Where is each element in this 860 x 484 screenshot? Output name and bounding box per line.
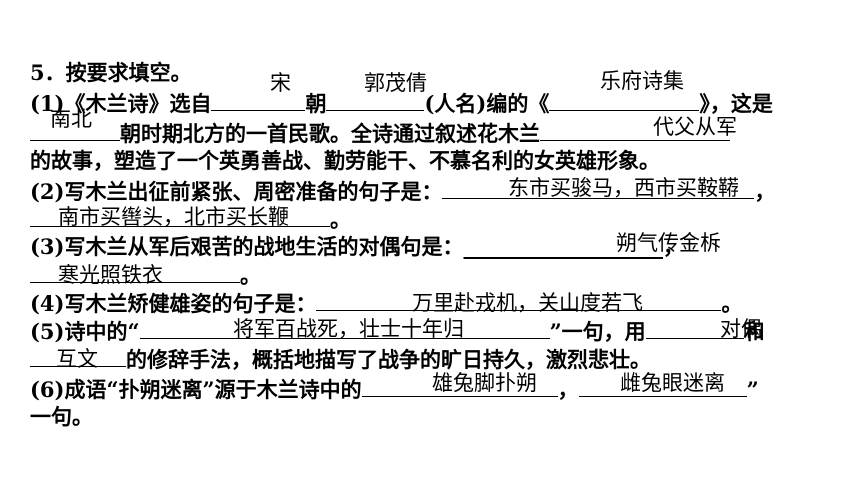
blank-era (30, 118, 120, 141)
question-title-text: 5．按要求填空。 (30, 60, 192, 85)
answer-duiou: 对偶 (720, 317, 762, 341)
p3-text-b: ， (662, 234, 684, 259)
p6-text-c: ” (746, 377, 759, 402)
line-5-1: (5)诗中的“ ”一句，用 和 (30, 316, 765, 346)
answer-yuefu: 乐府诗集 (600, 69, 684, 93)
answer-nanbei: 南北 (50, 107, 92, 131)
blank-collection (549, 88, 700, 111)
p1-text-b: 朝 (305, 91, 327, 116)
blank-story (540, 118, 730, 141)
question-title: 5．按要求填空。 (30, 58, 192, 88)
p2-text-a: (2)写木兰出征前紧张、周密准备的句子是： (30, 179, 443, 204)
p5-text-b: ”一句，用 (549, 319, 646, 344)
blank-rhetoric-1 (645, 316, 744, 339)
answer-daifu: 代父从军 (653, 115, 737, 139)
line-1-2: 朝时期北方的一首民歌。全诗通过叙述花木兰 (30, 118, 730, 148)
answer-xiongtu: 雄兔脚扑朔 (432, 371, 537, 395)
p2-text-c: 。 (330, 207, 351, 232)
line-3-2: 。 (30, 260, 261, 290)
line-4: (4)写木兰矫健雄姿的句子是： 。 (30, 288, 742, 318)
answer-jiangjun: 将军百战死，壮士十年归 (233, 317, 464, 341)
answer-hanguang: 寒光照铁衣 (58, 263, 163, 287)
answer-guo: 郭茂倩 (364, 71, 427, 95)
line-1-3: 的故事，塑造了一个英勇善战、勤劳能干、不慕名利的女英雄形象。 (30, 146, 660, 176)
line-2-2: 。 (30, 204, 351, 234)
p6-text-d: 一句。 (30, 404, 93, 429)
p3-underscores: ___________________ (463, 234, 663, 259)
answer-dongshi: 东市买骏马，西市买鞍鞯 (508, 176, 739, 200)
p4-text-a: (4)写木兰矫健雄姿的句子是： (30, 291, 317, 316)
answer-huwen: 互文 (56, 347, 98, 371)
line-6-1: (6)成语“扑朔迷离”源于木兰诗中的 ， ” (30, 374, 759, 404)
blank-market-1 (442, 176, 755, 199)
blank-market-2 (30, 204, 330, 227)
p1-text-f: 的故事，塑造了一个英勇善战、勤劳能干、不慕名利的女英雄形象。 (30, 148, 660, 173)
p3-text-c: 。 (240, 263, 261, 288)
blank-female-rabbit (578, 374, 747, 397)
p1-text-c: (人名)编的《 (424, 91, 550, 116)
p6-text-a: (6)成语“扑朔迷离”源于木兰诗中的 (30, 377, 362, 402)
p6-text-b: ， (557, 377, 579, 402)
line-5-2: 的修辞手法，概括地描写了战争的旷日持久，激烈悲壮。 (30, 344, 651, 374)
p1-text-d: 》，这是 (699, 91, 773, 116)
p4-text-b: 。 (721, 291, 743, 316)
blank-rhetoric-2 (30, 344, 126, 367)
answer-nanshi: 南市买辔头，北市买长鞭 (58, 205, 289, 229)
p3-text-a: (3)写木兰从军后艰苦的战地生活的对偶句是： (30, 234, 464, 259)
blank-cold-light (30, 260, 240, 283)
line-3-1: (3)写木兰从军后艰苦的战地生活的对偶句是：__________________… (30, 232, 684, 262)
p5-text-a: (5)诗中的“ (30, 319, 140, 344)
line-6-2: 一句。 (30, 402, 93, 432)
p1-text-a: (1)《木兰诗》选自 (30, 91, 212, 116)
blank-editor (326, 88, 425, 111)
answer-song: 宋 (270, 71, 291, 95)
blank-male-rabbit (361, 374, 558, 397)
line-1-1: (1)《木兰诗》选自 朝 (人名)编的《 》，这是 (30, 88, 773, 118)
answer-shuoqi: 朔气传金柝 (616, 231, 721, 255)
p2-text-b: ， (754, 179, 776, 204)
p1-text-e: 朝时期北方的一首民歌。全诗通过叙述花木兰 (120, 121, 540, 146)
answer-citu: 雌兔眼迷离 (620, 371, 725, 395)
p5-text-c: 和 (743, 319, 765, 344)
blank-general (139, 316, 550, 339)
line-2-1: (2)写木兰出征前紧张、周密准备的句子是： ， (30, 176, 775, 206)
blank-dynasty (211, 88, 306, 111)
answer-wanli: 万里赴戎机，关山度若飞 (412, 291, 643, 315)
p5-text-d: 的修辞手法，概括地描写了战争的旷日持久，激烈悲壮。 (126, 347, 651, 372)
blank-pose (316, 288, 722, 311)
